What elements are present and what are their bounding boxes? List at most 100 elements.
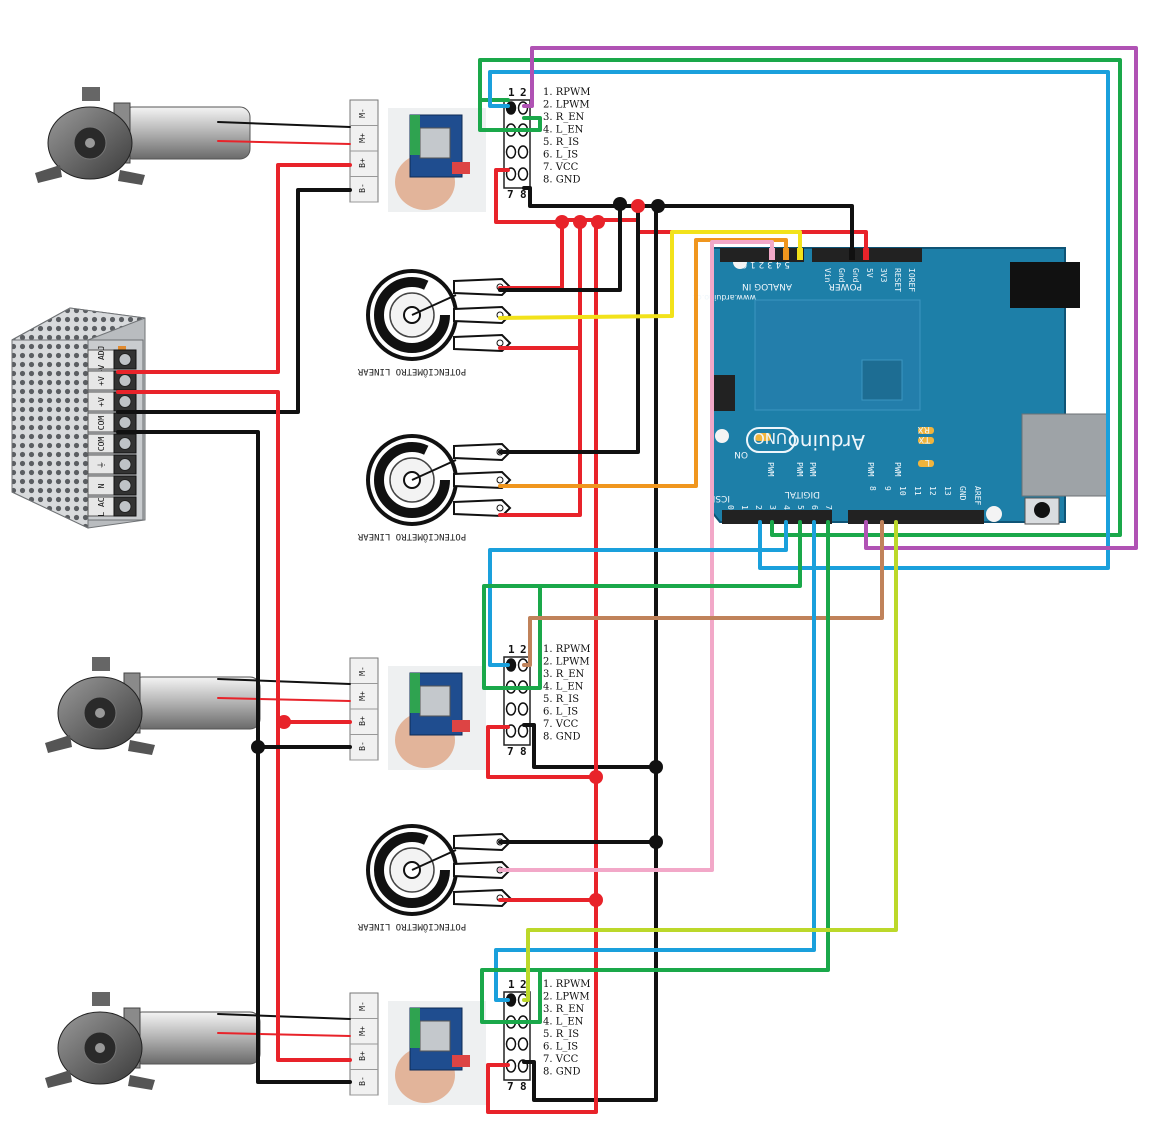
terminal-label: M-	[358, 1001, 367, 1011]
pwm-label: PWM	[808, 462, 817, 477]
dc-gear-motor	[35, 87, 251, 185]
motor-lead	[217, 697, 351, 702]
l-label: L	[925, 457, 930, 467]
header-pin	[517, 702, 529, 716]
header-number: 2	[520, 86, 527, 99]
dc-jack	[1010, 262, 1080, 308]
wires	[116, 46, 1138, 1114]
psu-terminal-label: L AC	[97, 497, 106, 516]
driver-pin-label: 6. L_IS	[543, 1042, 578, 1053]
digital-header-low	[722, 510, 832, 524]
wire	[494, 520, 816, 1002]
terminal-label: B-	[358, 1076, 367, 1086]
pwm-label: PWM	[893, 462, 902, 477]
icsp-header	[713, 375, 735, 411]
junction-dot	[651, 199, 665, 213]
linear-potentiometer: POTENCIÔMETRO LINEAR	[357, 824, 512, 933]
junction-dot	[591, 215, 605, 229]
digital-pin-label: AREF	[973, 486, 982, 505]
motor-lead	[217, 121, 351, 128]
driver-pin-label: 3. R_EN	[543, 1004, 585, 1015]
driver-pin-label: 8. GND	[543, 1067, 580, 1078]
junction-dot	[573, 215, 587, 229]
power-pin-label: Gnd	[837, 268, 846, 283]
potentiometer-label: POTENCIÔMETRO LINEAR	[357, 366, 466, 378]
wire	[480, 520, 830, 1024]
terminal-label: M-	[358, 666, 367, 676]
pot-lug	[453, 832, 512, 852]
header-number: 2	[520, 978, 527, 991]
psu-terminal-label: N	[97, 483, 106, 488]
junction-dot	[277, 715, 291, 729]
driver-pin-label: 7. VCC	[543, 162, 579, 173]
wire	[116, 163, 352, 374]
wire	[486, 725, 598, 779]
driver-pin-label: 1. RPWM	[543, 87, 591, 98]
terminal-label: B+	[358, 1051, 367, 1061]
driver-pin-label: 6. L_IS	[543, 707, 578, 718]
wire	[498, 240, 774, 872]
wire	[482, 520, 802, 690]
digital-pin-label: 0	[726, 505, 735, 510]
terminal-label: M+	[358, 691, 367, 701]
wire	[478, 98, 542, 132]
psu-screw	[118, 416, 132, 429]
rx-led	[918, 437, 934, 444]
uno-badge: UNO	[753, 429, 787, 447]
digital-pin-label: 4	[782, 505, 791, 510]
wire	[498, 346, 582, 517]
pot-lug	[453, 860, 512, 880]
footer-number: 7	[507, 1080, 514, 1093]
digital-pin-label: 9	[883, 486, 892, 491]
header-wire-end	[769, 248, 775, 260]
power-pin-label: IOREF	[907, 268, 916, 292]
header-wire-end	[849, 248, 855, 260]
driver-pin-label: 3. R_EN	[543, 669, 585, 680]
usb-port	[1021, 413, 1109, 497]
terminal-label: M+	[358, 133, 367, 143]
power-pin-label: 5V	[865, 268, 874, 278]
terminal-label: B+	[358, 158, 367, 168]
driver-pin-label: 2. LPWM	[543, 657, 590, 668]
wire	[522, 520, 884, 667]
digital-label: DIGITAL	[785, 489, 820, 499]
header-wire-end	[863, 248, 869, 260]
driver-pin-label: 1. RPWM	[543, 979, 591, 990]
digital-pin-label: 1	[740, 505, 749, 510]
wire	[478, 58, 1122, 537]
terminal-label: B-	[358, 741, 367, 751]
wire	[498, 218, 564, 290]
wire	[116, 188, 352, 414]
pwm-label: PWM	[866, 462, 875, 477]
header-number: 1	[508, 643, 515, 656]
on-label: ON	[734, 449, 748, 459]
footer-number: 7	[507, 188, 514, 201]
pwm-label: PWM	[795, 462, 804, 477]
psu-terminal-label: +V ADJ	[97, 346, 106, 375]
digital-header-high	[848, 510, 984, 524]
potentiometer-label: POTENCIÔMETRO LINEAR	[357, 921, 466, 933]
psu-screw	[118, 374, 132, 387]
driver-pin-label: 7. VCC	[543, 719, 579, 730]
header-pin	[505, 145, 517, 159]
digital-pin-label: 13	[943, 486, 952, 496]
rx-label: RX	[918, 424, 930, 434]
digital-pin-label: 11	[913, 486, 922, 496]
header-wire-end	[797, 248, 803, 260]
header-pin	[517, 1037, 529, 1051]
icsp-label: ICSP	[709, 493, 730, 503]
driver-pin-label: 4. L_EN	[543, 125, 584, 136]
footer-number: 7	[507, 745, 514, 758]
analog-pin-numbers: 5 4 3 2 1 0	[741, 259, 790, 269]
dc-gear-motor	[45, 657, 261, 755]
power-pin-label: 3V3	[879, 268, 888, 283]
psu-screw	[118, 437, 132, 450]
wire	[116, 390, 352, 1062]
driver-pin-label: 2. LPWM	[543, 992, 590, 1003]
psu-screw	[118, 395, 132, 408]
digital-pin-label: 3	[768, 505, 777, 510]
header-number: 2	[520, 643, 527, 656]
arduino-logo: Arduino	[788, 430, 865, 454]
